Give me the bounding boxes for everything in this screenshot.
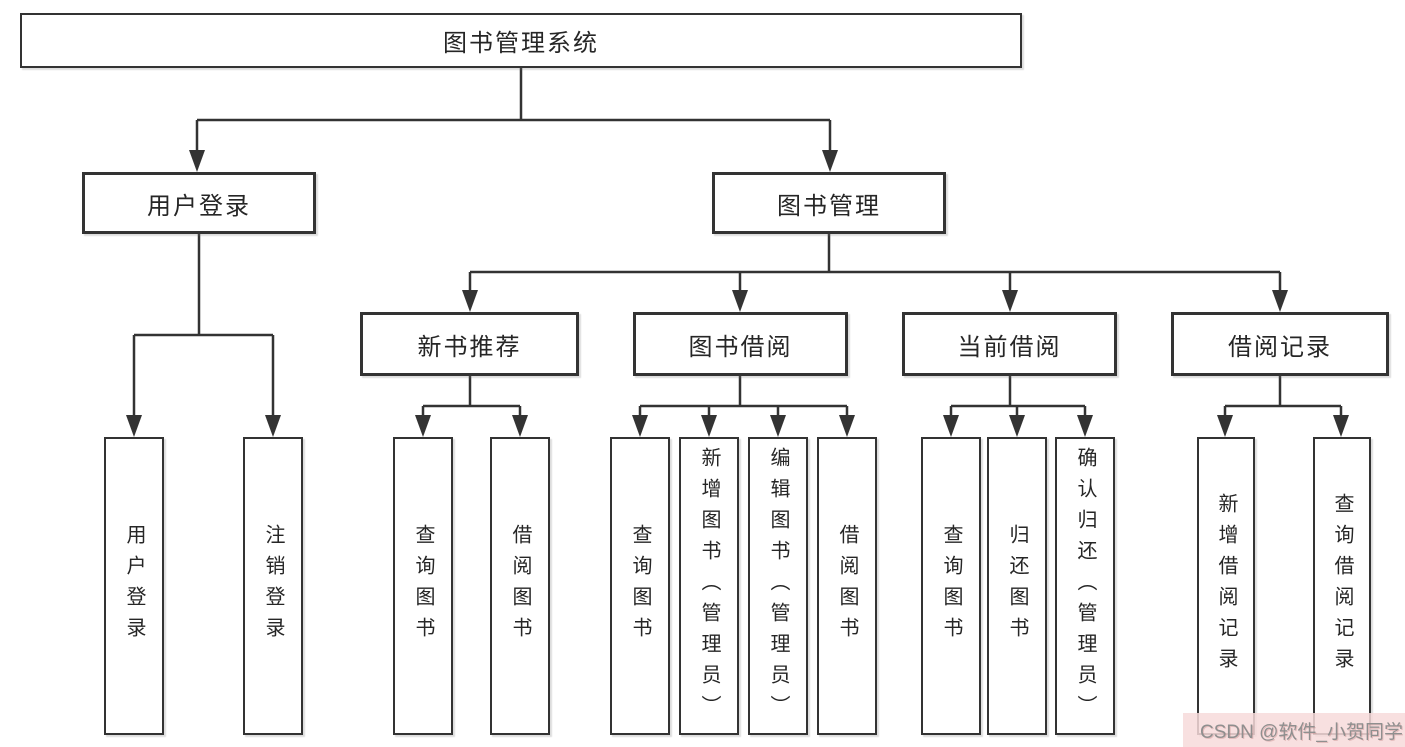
csdn-watermark: CSDN @软件_小贺同学 xyxy=(1183,713,1405,747)
node-current-borrow: 当前借阅 xyxy=(902,312,1117,376)
node-label: 编辑图书（管理员） xyxy=(767,446,789,726)
node-label: 用户登录 xyxy=(123,524,145,648)
node-label: 注销登录 xyxy=(262,524,284,648)
leaf-confirm-return-admin: 确认归还（管理员） xyxy=(1055,437,1115,735)
leaf-add-borrow-record: 新增借阅记录 xyxy=(1197,437,1255,735)
node-label: 查询图书 xyxy=(412,524,434,648)
node-label: 查询图书 xyxy=(940,524,962,648)
leaf-borrow-query-book: 查询图书 xyxy=(610,437,670,735)
node-label: 归还图书 xyxy=(1006,524,1028,648)
leaf-return-book: 归还图书 xyxy=(987,437,1047,735)
node-label: 图书管理系统 xyxy=(443,30,599,57)
csdn-watermark-text: CSDN @软件_小贺同学 xyxy=(1200,721,1403,743)
node-label: 借阅图书 xyxy=(836,524,858,648)
node-label: 新增借阅记录 xyxy=(1215,493,1237,679)
node-label: 借阅图书 xyxy=(509,524,531,648)
node-book-management: 图书管理 xyxy=(712,172,946,234)
leaf-edit-book-admin: 编辑图书（管理员） xyxy=(748,437,808,735)
leaf-user-login: 用户登录 xyxy=(104,437,164,735)
node-label: 查询图书 xyxy=(629,524,651,648)
node-label: 图书管理 xyxy=(777,192,881,220)
leaf-query-borrow-record: 查询借阅记录 xyxy=(1313,437,1371,735)
node-label: 借阅记录 xyxy=(1228,333,1332,361)
node-label: 新增图书（管理员） xyxy=(698,446,720,726)
node-label: 新书推荐 xyxy=(417,333,522,361)
node-library-management-system: 图书管理系统 xyxy=(20,13,1022,68)
node-user-login: 用户登录 xyxy=(82,172,316,234)
leaf-recommend-borrow-book: 借阅图书 xyxy=(490,437,550,735)
node-label: 确认归还（管理员） xyxy=(1074,446,1096,726)
leaf-recommend-query-book: 查询图书 xyxy=(393,437,453,735)
node-label: 图书借阅 xyxy=(688,333,793,361)
leaf-add-book-admin: 新增图书（管理员） xyxy=(679,437,739,735)
leaf-current-query-book: 查询图书 xyxy=(921,437,981,735)
node-new-book-recommend: 新书推荐 xyxy=(360,312,579,376)
node-label: 当前借阅 xyxy=(957,333,1062,361)
leaf-borrow-book: 借阅图书 xyxy=(817,437,877,735)
leaf-logout: 注销登录 xyxy=(243,437,303,735)
node-label: 用户登录 xyxy=(147,192,251,220)
node-label: 查询借阅记录 xyxy=(1331,493,1353,679)
node-book-borrow: 图书借阅 xyxy=(633,312,848,376)
node-borrow-records: 借阅记录 xyxy=(1171,312,1389,376)
